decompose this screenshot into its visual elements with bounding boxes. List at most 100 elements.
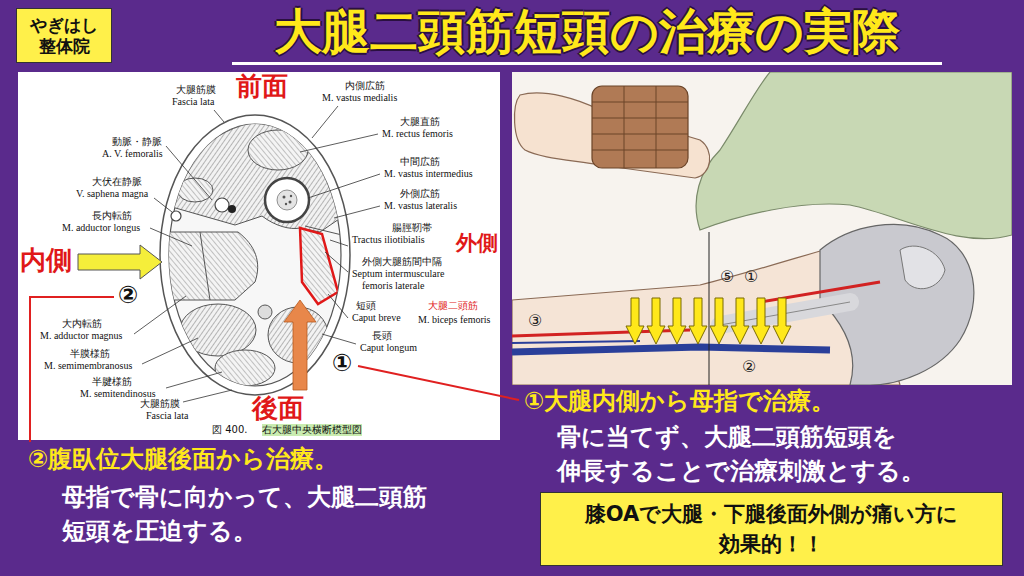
part-label: 大腿筋膜 <box>176 84 216 96</box>
callout-number: ② <box>118 282 138 308</box>
callout-heading: ①大腿内側から母指で治療。 <box>524 388 835 416</box>
pressure-arrow <box>773 298 791 344</box>
box-text: 膝OAで大腿・下腿後面外側が痛い方に 効果的！！ <box>572 499 972 559</box>
latin-part-label: Caput breve <box>352 312 401 324</box>
thigh-cross-section <box>160 122 345 386</box>
thigh-cross-section <box>290 195 292 197</box>
leader-line <box>166 372 222 388</box>
part-label: 中間広筋 <box>400 156 440 168</box>
leader-line <box>330 240 348 246</box>
right-panel <box>512 72 1012 385</box>
leader-line <box>214 110 224 122</box>
callout-number: ⑤ <box>720 268 734 286</box>
part-label: 大腿二頭筋 <box>428 300 478 312</box>
thigh-cross-section <box>300 228 338 304</box>
part-label: 図 400. <box>212 424 247 436</box>
left-panel <box>18 72 500 440</box>
logo-box: やぎはし 整体院 <box>16 8 112 63</box>
pressure-arrow <box>752 298 770 344</box>
callout-heading: ②腹臥位大腿後面から治療。 <box>28 446 338 474</box>
thigh-cross-section <box>177 178 213 202</box>
thigh-cross-section <box>180 304 256 356</box>
thigh-cross-section <box>215 198 229 212</box>
latin-part-label: Septum intermusculare <box>352 268 444 280</box>
left-panel <box>18 72 500 440</box>
latin-part-label: M. adductor magnus <box>40 330 123 342</box>
leader-line <box>312 106 338 138</box>
latin-part-label: Fascia lata <box>172 96 214 108</box>
callout-number: ① <box>332 350 352 376</box>
right-panel <box>900 246 945 289</box>
latin-part-label: M. adductor longus <box>62 222 140 234</box>
part-label: 半腱様筋 <box>92 376 132 388</box>
leader-line <box>134 106 380 402</box>
title-underline <box>232 62 942 65</box>
leader-line <box>300 134 378 152</box>
latin-part-label: Fascia lata <box>146 410 188 422</box>
callout-number: ① <box>744 268 758 286</box>
leader-line <box>154 198 172 212</box>
right-panel <box>512 72 1012 385</box>
medial-arrow <box>78 245 162 279</box>
posterior-arrow <box>284 300 316 390</box>
thigh-cross-section <box>165 122 345 232</box>
right-panel <box>696 72 1012 239</box>
leader-line <box>308 174 380 198</box>
page-title: 大腿二頭筋短頭の治療の実際 <box>232 4 942 59</box>
part-label: 大伏在静脈 <box>92 176 142 188</box>
part-label: 内側広筋 <box>345 80 385 92</box>
right-panel <box>512 330 690 336</box>
thigh-cross-section <box>171 211 181 221</box>
highlight-box: 膝OAで大腿・下腿後面外側が痛い方に 効果的！！ <box>540 492 1003 566</box>
thigh-cross-section <box>160 115 350 395</box>
leader-line <box>325 252 348 272</box>
direction-label: 前面 <box>236 72 288 101</box>
thigh-cross-section <box>265 178 309 222</box>
callout-body: 骨に当てず、大腿二頭筋短頭を 伸長することで治療刺激とする。 <box>557 420 997 488</box>
latin-part-label: M. biceps femoris <box>418 314 491 326</box>
part-label: 外側大腿筋間中隔 <box>362 256 442 268</box>
right-panel <box>592 86 688 168</box>
leader-line <box>334 206 380 218</box>
leader-line <box>142 338 198 364</box>
title-underline <box>232 62 942 65</box>
pressure-arrow <box>731 298 749 344</box>
part-label: 大腿筋膜 <box>140 398 180 410</box>
callout-leader <box>30 297 519 442</box>
part-label: 長内転筋 <box>92 210 132 222</box>
leader-line <box>183 390 232 402</box>
thigh-cross-section <box>285 203 287 205</box>
thigh-cross-section <box>248 130 308 170</box>
thigh-cross-section <box>200 232 210 300</box>
latin-part-label: M. semimembranosus <box>44 360 132 372</box>
callout-number: ③ <box>528 312 542 330</box>
thigh-cross-section <box>283 196 286 199</box>
leader-line <box>328 294 348 318</box>
latin-part-label: A. V. femoralis <box>102 148 163 160</box>
latin-part-label: M. vastus lateralis <box>384 200 457 212</box>
latin-part-label: M. semitendinosus <box>80 388 156 400</box>
pressure-arrow <box>668 298 686 344</box>
thigh-cross-section <box>160 232 258 300</box>
medial-arrow <box>78 245 162 279</box>
part-label: 短頭 <box>356 300 376 312</box>
thigh-cross-section <box>289 201 292 204</box>
thigh-cross-section <box>160 115 350 395</box>
thigh-cross-section <box>277 190 297 210</box>
pressure-arrow <box>710 298 728 344</box>
part-label: 大内転筋 <box>62 318 102 330</box>
figure-caption: 右大腿中央横断模型図 <box>262 424 362 436</box>
box-text: やぎはし 整体院 <box>25 15 103 56</box>
right-panel <box>592 86 688 168</box>
latin-part-label: M. vastus intermedius <box>384 168 473 180</box>
latin-part-label: Tractus iliotibialis <box>352 234 425 246</box>
part-label: 長頭 <box>372 330 392 342</box>
latin-part-label: V. saphena magna <box>76 188 148 200</box>
leader-line <box>134 296 186 334</box>
right-panel <box>512 347 830 352</box>
part-label: 動脈・静脈 <box>112 136 162 148</box>
pressure-arrow <box>626 298 791 344</box>
pressure-arrow <box>626 298 644 344</box>
part-label: 腸脛靭帯 <box>392 222 432 234</box>
part-label: 大腿直筋 <box>400 116 440 128</box>
